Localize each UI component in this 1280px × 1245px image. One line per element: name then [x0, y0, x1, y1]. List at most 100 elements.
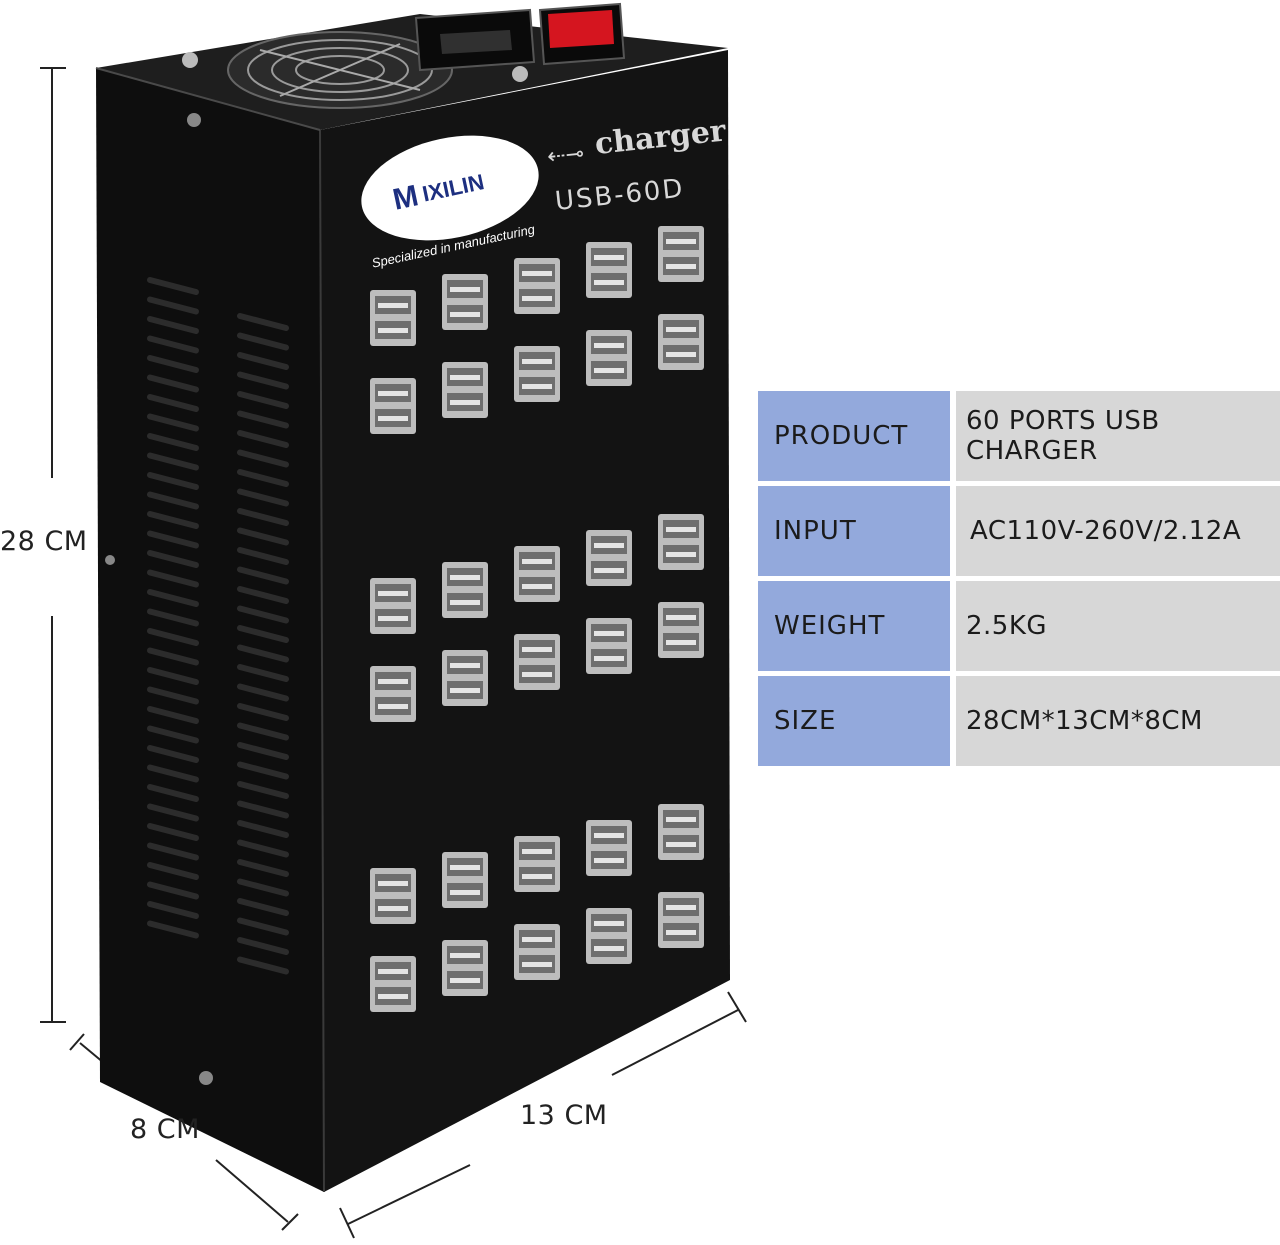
vent-slot — [237, 625, 289, 643]
usb-port-pair — [370, 956, 416, 1012]
usb-port-pair — [370, 378, 416, 434]
vent-slot — [147, 881, 199, 900]
vent-slot — [237, 449, 289, 468]
vent-slot — [147, 667, 199, 685]
vent-slot — [237, 469, 289, 487]
vent-slot — [237, 371, 289, 390]
vent-slot — [147, 413, 199, 432]
power-switch — [538, 2, 626, 66]
spec-row-weight: WEIGHT 2.5KG — [758, 581, 1280, 671]
spec-value: 28CM*13CM*8CM — [956, 676, 1280, 766]
usb-port-pair — [586, 820, 632, 876]
screw-top-left — [187, 113, 201, 127]
spec-value: AC110V-260V/2.12A — [956, 486, 1280, 576]
usb-port-pair — [514, 546, 560, 602]
vent-slot — [147, 842, 199, 861]
usb-port-pair — [370, 290, 416, 346]
product-photo: M IXILIN Specialized in manufacturing ch… — [40, 2, 747, 1239]
vent-slot — [147, 686, 199, 705]
vent-slot — [237, 761, 289, 780]
vent-slot — [237, 488, 289, 507]
spec-table: PRODUCT 60 PORTS USB CHARGER INPUT AC110… — [758, 391, 1280, 771]
usb-port-pair — [586, 242, 632, 298]
usb-port-pair — [442, 562, 488, 618]
vent-slot — [237, 586, 289, 604]
usb-port-pair — [658, 226, 704, 282]
vent-slot — [237, 644, 289, 663]
vent-slot — [237, 332, 289, 351]
vent-slot — [237, 917, 289, 936]
vent-slot — [237, 527, 289, 546]
vent-slot — [147, 569, 199, 588]
vent-slot — [147, 589, 199, 607]
vent-slot — [147, 355, 199, 373]
cooling-fan — [182, 31, 528, 109]
vent-slot — [147, 472, 199, 490]
device-side-face — [96, 68, 324, 1192]
vent-slot — [147, 647, 199, 666]
usb-port-pair — [586, 330, 632, 386]
vent-slot — [237, 664, 289, 682]
spec-key: WEIGHT — [758, 581, 950, 671]
power-inlet — [414, 8, 536, 72]
spec-row-product: PRODUCT 60 PORTS USB CHARGER — [758, 391, 1280, 481]
usb-port-pair — [370, 578, 416, 634]
usb-port-pair — [514, 924, 560, 980]
usb-port-pair — [586, 618, 632, 674]
vent-slot — [237, 508, 289, 526]
usb-port-pair — [442, 274, 488, 330]
vent-slot — [147, 862, 199, 880]
spec-row-size: SIZE 28CM*13CM*8CM — [758, 676, 1280, 766]
usb-port-pair — [658, 314, 704, 370]
vent-slot — [147, 608, 199, 627]
vent-slot — [237, 566, 289, 585]
usb-port-pair — [514, 836, 560, 892]
vent-slot — [237, 820, 289, 838]
vent-slot — [237, 430, 289, 448]
vent-slot — [237, 859, 289, 877]
vent-slot — [147, 296, 199, 315]
vent-slot — [237, 839, 289, 858]
spec-value: 60 PORTS USB CHARGER — [956, 391, 1280, 481]
vent-slot — [147, 452, 199, 471]
vent-slot — [147, 784, 199, 802]
vent-slot — [147, 530, 199, 549]
vent-slot — [147, 394, 199, 412]
usb-port-pair — [658, 514, 704, 570]
vent-slot — [147, 316, 199, 334]
usb-port-pair — [370, 868, 416, 924]
usb-port-pair — [370, 666, 416, 722]
usb-port-pair — [658, 804, 704, 860]
usb-port-pair — [514, 258, 560, 314]
vent-slot — [237, 898, 289, 916]
vent-slot — [147, 920, 199, 939]
vent-slot — [237, 391, 289, 409]
vent-slot — [237, 410, 289, 429]
vent-slot — [147, 277, 199, 295]
vent-slot — [237, 547, 289, 565]
vent-slot — [237, 722, 289, 741]
vent-slot — [147, 628, 199, 646]
depth-dimension-label: 8 CM — [130, 1114, 200, 1145]
usb-symbol: ⇠⊸ — [546, 141, 585, 170]
vent-slot — [147, 335, 199, 354]
brand-logo: M IXILIN Specialized in manufacturing — [361, 135, 539, 271]
height-dimension-line — [40, 67, 66, 1023]
width-dimension-label: 13 CM — [520, 1100, 608, 1131]
usb-port-pair — [658, 602, 704, 658]
usb-port-pair — [586, 908, 632, 964]
vent-slot — [237, 703, 289, 721]
vent-slot — [147, 433, 199, 451]
spec-key: INPUT — [758, 486, 950, 576]
vent-slot — [237, 683, 289, 702]
usb-port-pair — [442, 362, 488, 418]
vent-slot — [147, 706, 199, 724]
vent-slot — [147, 901, 199, 919]
vent-slot — [237, 878, 289, 897]
vent-slot — [147, 764, 199, 783]
vent-slot — [237, 781, 289, 799]
side-vents — [147, 277, 289, 975]
usb-port-pair — [514, 346, 560, 402]
vent-slot — [237, 937, 289, 955]
vent-slot — [147, 491, 199, 510]
